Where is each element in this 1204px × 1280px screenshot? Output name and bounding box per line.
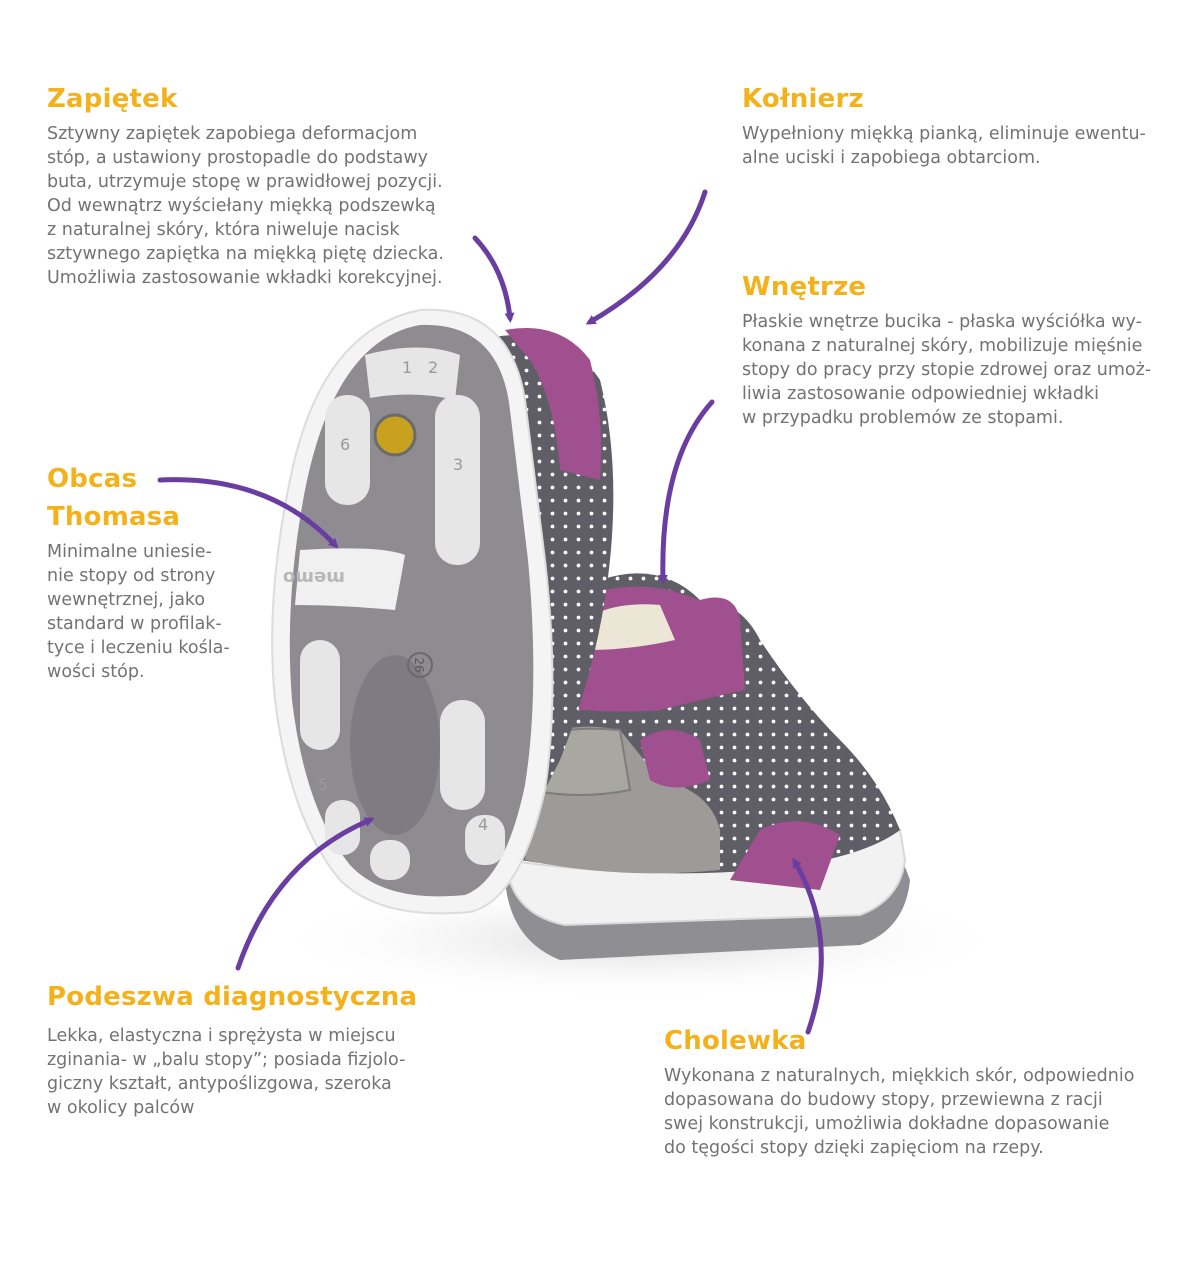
cholewka-line: dopasowana do budowy stopy, przewiewna z… <box>664 1090 1103 1110</box>
arrow-podeszwa <box>235 817 375 971</box>
zapietek-line: z naturalnej skóry, która niweluje nacis… <box>47 220 400 240</box>
cholewka-line: swej konstrukcji, umożliwia dokładne dop… <box>664 1114 1110 1134</box>
obcas-line: standard w profilak- <box>47 614 222 634</box>
callout-cholewka: Cholewka Wykonana z naturalnych, miękkic… <box>664 1022 1134 1160</box>
kolnierz-title: Kołnierz <box>742 84 864 114</box>
kolnierz-line: Wypełniony miękką pianką, eliminuje ewen… <box>742 124 1146 144</box>
tilted-shoe-collar <box>505 328 602 480</box>
podeszwa-title: Podeszwa diagnostyczna <box>47 982 418 1012</box>
upright-shoe <box>505 573 910 960</box>
sole-pad-left-heel <box>325 395 370 505</box>
sole-size-mark: 26 <box>412 657 426 672</box>
cholewka-description: Wykonana z naturalnych, miękkich skór, o… <box>664 1064 1134 1160</box>
podeszwa-line: zginania- w „balu stopy”; posiada fizjol… <box>47 1050 406 1070</box>
zapietek-line: Od wewnątrz wyściełany miękką podszewką <box>47 196 436 216</box>
sole-pad-left-mid <box>300 640 340 750</box>
sole-number-5: 5 <box>318 775 328 794</box>
zapietek-line: Umożliwia zastosowanie wkładki korekcyjn… <box>47 268 443 288</box>
callout-wnetrze: Wnętrze Płaskie wnętrze bucika - płaska … <box>742 268 1151 430</box>
arrow-zapietek <box>472 235 515 323</box>
wnetrze-line: konana z naturalnej skóry, mobilizuje mi… <box>742 336 1143 356</box>
wnetrze-description: Płaskie wnętrze bucika - płaska wyściółk… <box>742 310 1151 430</box>
upright-shoe-strap-patch <box>640 730 710 788</box>
upright-shoe-side-panel <box>730 821 840 890</box>
callout-podeszwa: Podeszwa diagnostyczna Lekka, elastyczna… <box>47 978 417 1120</box>
wnetrze-line: Płaskie wnętrze bucika - płaska wyściółk… <box>742 312 1142 332</box>
sole-number-4: 4 <box>478 815 488 834</box>
sole-brand-mark: memo <box>283 567 345 588</box>
sole-rivet <box>373 413 417 457</box>
sole-size-circle <box>407 652 433 678</box>
zapietek-line: sztywnego zapiętka na miękką piętę dziec… <box>47 244 444 264</box>
podeszwa-description: Lekka, elastyczna i sprężysta w miejscu … <box>47 1024 417 1120</box>
cholewka-line: Wykonana z naturalnych, miękkich skór, o… <box>664 1066 1135 1086</box>
obcas-line: wości stóp. <box>47 662 145 682</box>
arrow-cholewka <box>792 857 824 1035</box>
wnetrze-line: stopy do pracy przy stopie zdrowej oraz … <box>742 360 1152 380</box>
sole-number-2: 2 <box>428 358 438 377</box>
arrow-wnetrze <box>657 399 715 585</box>
wnetrze-title: Wnętrze <box>742 272 867 302</box>
callout-kolnierz: Kołnierz Wypełniony miękką pianką, elimi… <box>742 80 1146 170</box>
podeszwa-line: w okolicy palców <box>47 1098 195 1118</box>
zapietek-line: buta, utrzymuje stopę w prawidłowej pozy… <box>47 172 443 192</box>
arrow-kolnierz <box>585 189 708 325</box>
zapietek-line: Sztywny zapiętek zapobiega deformacjom <box>47 124 418 144</box>
zapietek-description: Sztywny zapiętek zapobiega deformacjom s… <box>47 122 444 290</box>
kolnierz-line: alne uciski i zapobiega obtarciom. <box>742 148 1041 168</box>
sole-pad-right-mid <box>440 700 485 810</box>
cholewka-line: do tęgości stopy dzięki zapięciom na rze… <box>664 1138 1044 1158</box>
sole-diagnostic-zone <box>350 655 440 835</box>
callout-zapietek: Zapiętek Sztywny zapiętek zapobiega defo… <box>47 80 444 290</box>
obcas-title-line1: Obcas <box>47 464 138 494</box>
obcas-line: wewnętrznej, jako <box>47 590 206 610</box>
sole-number-6: 6 <box>340 435 350 454</box>
obcas-line: nie stopy od strony <box>47 566 216 586</box>
sole-pad-toe-mid <box>370 840 410 880</box>
obcas-description: Minimalne uniesie- nie stopy od strony w… <box>47 540 230 684</box>
sole-pad-right-heel <box>435 395 480 565</box>
wnetrze-line: liwia zastosowanie odpowiedniej wkładki <box>742 384 1099 404</box>
tilted-shoe: memo 26 1 2 3 4 5 6 <box>271 308 614 915</box>
callout-obcas: Obcas Thomasa Minimalne uniesie- nie sto… <box>47 460 230 684</box>
sole-pad-toe-right <box>465 815 505 865</box>
obcas-title-line2: Thomasa <box>47 502 181 532</box>
arrow-obcas <box>157 477 339 549</box>
sole-number-1: 1 <box>402 358 412 377</box>
zapietek-title: Zapiętek <box>47 84 178 114</box>
kolnierz-description: Wypełniony miękką pianką, eliminuje ewen… <box>742 122 1146 170</box>
obcas-line: Minimalne uniesie- <box>47 542 212 562</box>
sole-number-3: 3 <box>453 455 463 474</box>
wnetrze-line: w przypadku problemów ze stopami. <box>742 408 1064 428</box>
podeszwa-line: Lekka, elastyczna i sprężysta w miejscu <box>47 1026 396 1046</box>
zapietek-line: stóp, a ustawiony prostopadle do podstaw… <box>47 148 429 168</box>
sole-thomas-heel <box>295 548 405 610</box>
sole-heel-pad <box>365 347 460 400</box>
cholewka-title: Cholewka <box>664 1026 807 1056</box>
podeszwa-line: giczny kształt, antypoślizgowa, szeroka <box>47 1074 392 1094</box>
obcas-line: tyce i leczeniu kośla- <box>47 638 230 658</box>
